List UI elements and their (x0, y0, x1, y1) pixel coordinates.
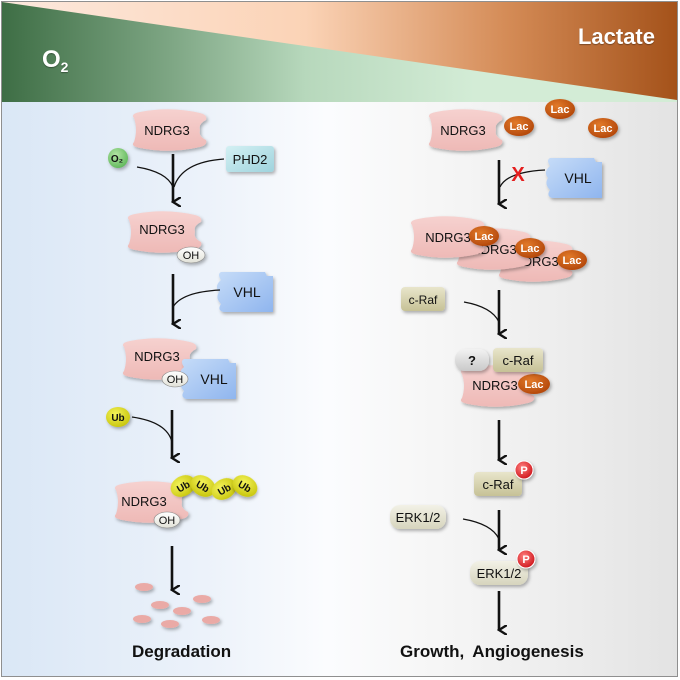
degraded-fragments (133, 583, 220, 628)
svg-text:?: ? (468, 353, 476, 368)
unknown-factor: ? (455, 349, 489, 371)
craf-phosphorylated: c-Raf P (474, 460, 534, 496)
oxygen-input-curve (136, 166, 174, 188)
vhl-blocked-curve (499, 169, 546, 188)
oxygen-label: O2 (42, 46, 69, 75)
ubiquitin-chain-item: Ub (170, 475, 196, 497)
svg-text:P: P (520, 465, 527, 477)
oxygen-gradient (2, 2, 677, 102)
ubiquitin-molecule: Ub (106, 407, 130, 427)
svg-text:ERK1/2: ERK1/2 (477, 566, 522, 581)
svg-text:NDRG3: NDRG3 (121, 494, 167, 509)
craf-input-curve (463, 301, 500, 323)
craf-protein: c-Raf (401, 287, 445, 311)
svg-text:Lac: Lac (594, 123, 613, 135)
svg-text:Lac: Lac (563, 255, 582, 267)
svg-text:NDRG3: NDRG3 (472, 378, 518, 393)
svg-text:NDRG3: NDRG3 (425, 230, 471, 245)
ndrg3-protein: NDRG3 (132, 109, 207, 151)
svg-text:c-Raf: c-Raf (482, 477, 513, 492)
ndrg3-vhl-complex: NDRG3 VHL OH (122, 338, 236, 399)
svg-text:ERK1/2: ERK1/2 (396, 510, 441, 525)
svg-text:NDRG3: NDRG3 (139, 222, 185, 237)
svg-text:PHD2: PHD2 (233, 152, 268, 167)
svg-text:c-Raf: c-Raf (409, 293, 438, 307)
lactate-molecule: Lac (545, 99, 575, 119)
ubiquitin-chain-item: Ub (211, 478, 237, 500)
phd2-input-curve (173, 158, 225, 188)
lactate-molecule: Lac (588, 118, 618, 138)
svg-text:P: P (522, 554, 529, 566)
craf-ndrg3-complex: NDRG3 Lac ? c-Raf (455, 348, 550, 407)
hydroxyl-group: OH (176, 246, 206, 264)
lactate-label: Lactate (577, 24, 655, 49)
svg-text:OH: OH (167, 374, 184, 386)
degradation-outcome: Degradation (132, 642, 232, 661)
ndrg3-hydroxylated: NDRG3 (127, 211, 202, 253)
svg-text:Lac: Lac (525, 379, 544, 391)
phosphate-group: P (516, 549, 536, 569)
svg-text:NDRG3: NDRG3 (440, 123, 486, 138)
ubiquitin-chain-item: Ub (190, 475, 216, 497)
svg-text:O₂: O₂ (111, 154, 123, 165)
svg-text:VHL: VHL (233, 284, 260, 300)
lactate-molecule: Lac (504, 116, 534, 136)
gradient-header (2, 2, 677, 102)
svg-text:NDRG3: NDRG3 (144, 123, 190, 138)
svg-text:VHL: VHL (564, 170, 591, 186)
erk-protein: ERK1/2 (390, 505, 446, 529)
ubiquitin-input-curve (131, 416, 173, 443)
svg-text:Lac: Lac (551, 104, 570, 116)
ndrg3-lactate-accumulation: NDRG3 Lac NDRG3 Lac NDRG3 Lac (410, 216, 587, 282)
svg-text:Lac: Lac (510, 121, 529, 133)
svg-text:NDRG3: NDRG3 (134, 349, 180, 364)
vhl-input-curve (172, 289, 221, 308)
phd2-enzyme: PHD2 (226, 146, 274, 172)
svg-text:VHL: VHL (200, 371, 227, 387)
erk-phosphorylated: ERK1/2 P (470, 549, 536, 585)
vhl-protein-blocked: VHL (545, 158, 602, 198)
ubiquitin-chain-item: Ub (232, 475, 258, 497)
block-mark: X (511, 164, 525, 186)
svg-text:Lac: Lac (475, 231, 494, 243)
erk-input-curve (462, 518, 500, 540)
phosphate-group: P (514, 460, 534, 480)
ndrg3-lactate-binding: NDRG3 Lac Lac Lac (428, 99, 618, 151)
vhl-protein: VHL (216, 272, 273, 312)
svg-text:OH: OH (159, 515, 176, 527)
oxygen-molecule: O₂ (108, 148, 128, 168)
svg-text:c-Raf: c-Raf (502, 353, 533, 368)
ndrg3-ubiquitinated: NDRG3 OH Ub Ub Ub Ub (114, 475, 258, 529)
svg-text:OH: OH (183, 250, 200, 262)
svg-text:Lac: Lac (521, 243, 540, 255)
svg-text:Ub: Ub (111, 413, 124, 424)
growth-angiogenesis-outcome: Growth, Angiogenesis (400, 642, 584, 661)
